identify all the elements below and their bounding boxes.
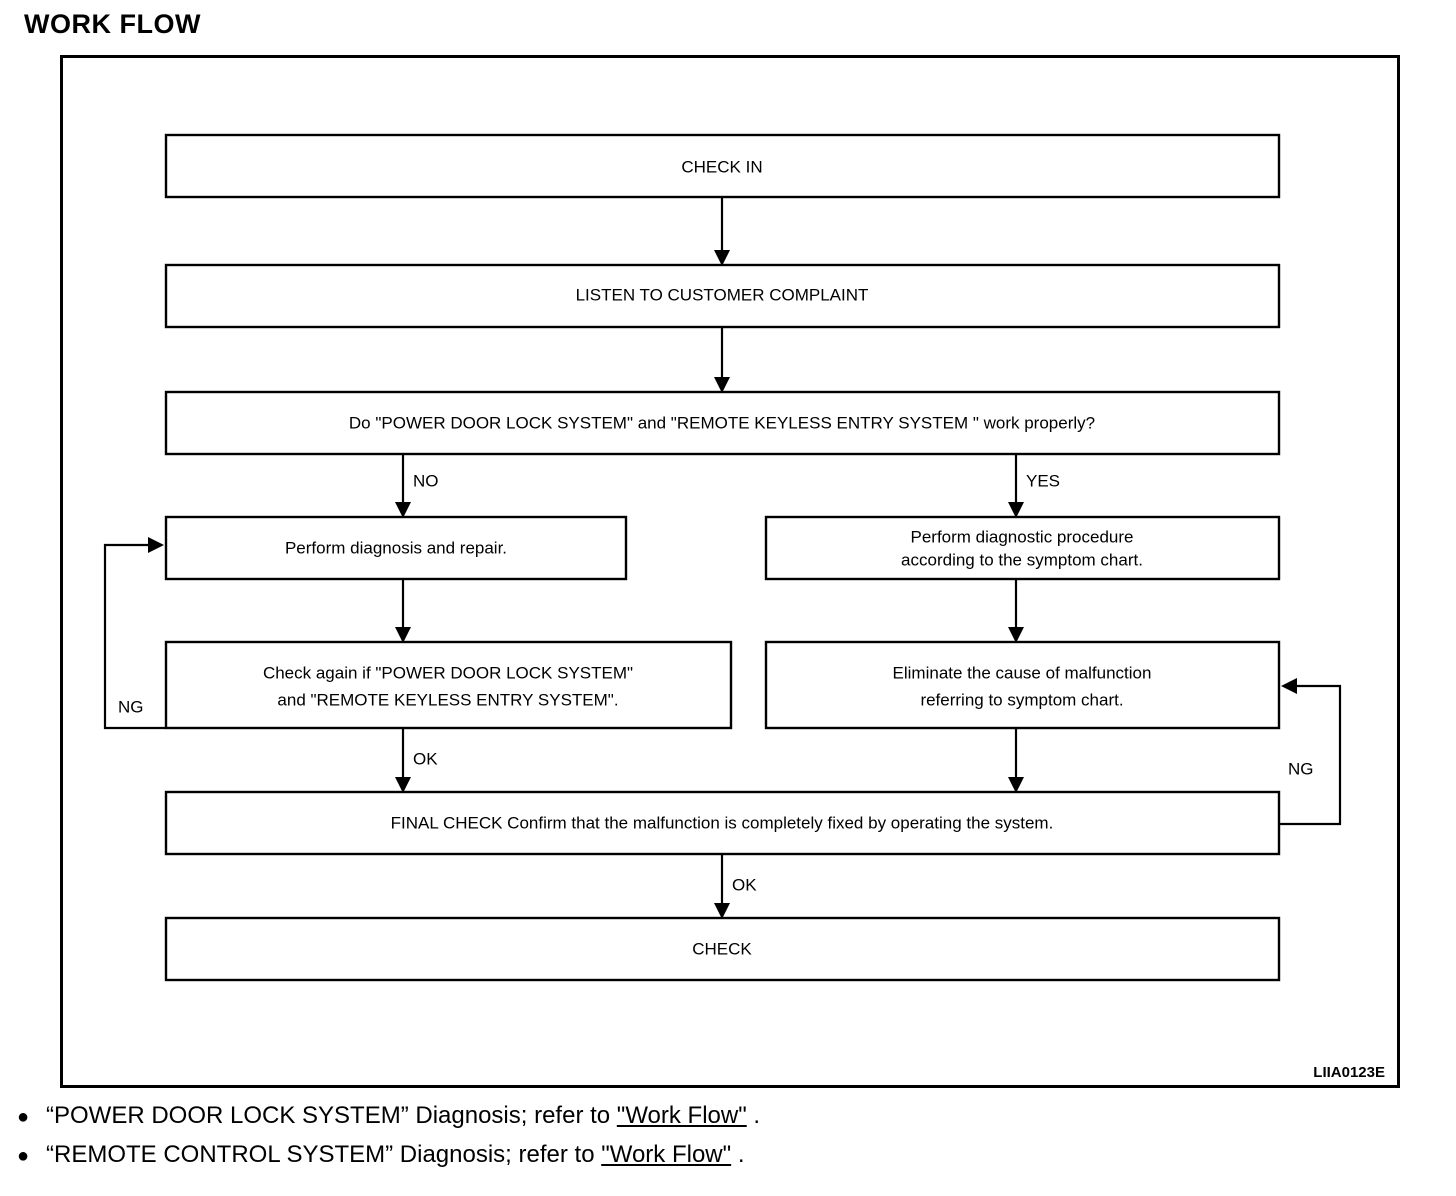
node-check-out — [164, 916, 1281, 982]
node-perform-repair — [164, 515, 628, 581]
note-prefix: “POWER DOOR LOCK SYSTEM” Diagnosis; refe… — [46, 1102, 617, 1129]
list-item: ● “POWER DOOR LOCK SYSTEM” Diagnosis; re… — [0, 1096, 1456, 1135]
edge-label-ng-left: NG — [118, 697, 144, 716]
node-final-check-label: FINAL CHECK Confirm that the malfunction… — [391, 813, 1054, 832]
note-text: “POWER DOOR LOCK SYSTEM” Diagnosis; refe… — [46, 1096, 760, 1135]
node-check-in-label: CHECK IN — [681, 157, 762, 176]
arrow-ng-left-loop — [148, 537, 164, 553]
arrow-eliminate-finalcheck — [1008, 777, 1024, 793]
arrow-procedure-eliminate — [1008, 627, 1024, 643]
edge-label-ok-left: OK — [413, 749, 438, 768]
work-flow-link[interactable]: "Work Flow" — [616, 1102, 747, 1129]
node-check-in — [164, 133, 1281, 199]
node-perform-procedure-line1: Perform diagnostic procedure — [910, 527, 1133, 546]
node-eliminate-cause-line1: Eliminate the cause of malfunction — [893, 663, 1152, 682]
arrow-ok-left — [395, 777, 411, 793]
list-item: ● “REMOTE CONTROL SYSTEM” Diagnosis; ref… — [0, 1135, 1456, 1174]
arrow-checkin-listen — [714, 250, 730, 266]
workflow-flowchart: CHECK IN LISTEN TO CUSTOMER COMPLAINT Do… — [103, 133, 1385, 1081]
node-perform-repair-label: Perform diagnosis and repair. — [285, 538, 507, 557]
page-title: WORK FLOW — [24, 9, 201, 39]
edge-label-ng-right: NG — [1288, 759, 1314, 778]
arrow-no-branch — [395, 502, 411, 518]
arrow-ok-bottom — [714, 903, 730, 919]
bullet-icon: ● — [16, 1106, 30, 1128]
node-perform-procedure-line2: according to the symptom chart. — [901, 550, 1143, 569]
node-check-out-label: CHECK — [692, 939, 752, 958]
notes-list: ● “POWER DOOR LOCK SYSTEM” Diagnosis; re… — [0, 1096, 1456, 1174]
node-question — [164, 390, 1281, 456]
node-check-again — [164, 640, 733, 730]
note-prefix: “REMOTE CONTROL SYSTEM” Diagnosis; refer… — [46, 1141, 602, 1168]
arrow-repair-checkagain — [395, 627, 411, 643]
node-question-label: Do "POWER DOOR LOCK SYSTEM" and "REMOTE … — [349, 413, 1095, 432]
edge-label-yes: YES — [1026, 471, 1060, 490]
node-listen-complaint — [164, 263, 1281, 329]
diagram-id-label: LIIA0123E — [1313, 1064, 1385, 1081]
connector-ng-left-loop — [103, 543, 166, 730]
edge-label-ok-bottom: OK — [732, 875, 757, 894]
bullet-icon: ● — [16, 1145, 30, 1167]
connector-ng-right-loop — [1279, 684, 1342, 826]
node-check-again-line1: Check again if "POWER DOOR LOCK SYSTEM" — [263, 663, 633, 682]
node-check-again-line2: and "REMOTE KEYLESS ENTRY SYSTEM". — [277, 690, 618, 709]
arrow-listen-question — [714, 377, 730, 393]
note-suffix: . — [731, 1141, 745, 1168]
workflow-diagram-frame: CHECK IN LISTEN TO CUSTOMER COMPLAINT Do… — [60, 55, 1400, 1088]
node-eliminate-cause-line2: referring to symptom chart. — [920, 690, 1123, 709]
node-perform-procedure — [764, 515, 1281, 581]
arrow-ng-right-loop — [1281, 678, 1297, 694]
node-eliminate-cause — [764, 640, 1281, 730]
node-listen-complaint-label: LISTEN TO CUSTOMER COMPLAINT — [576, 285, 869, 304]
work-flow-link[interactable]: "Work Flow" — [601, 1141, 732, 1168]
edge-label-no: NO — [413, 471, 439, 490]
note-text: “REMOTE CONTROL SYSTEM” Diagnosis; refer… — [46, 1135, 745, 1174]
arrow-yes-branch — [1008, 502, 1024, 518]
note-suffix: . — [746, 1102, 761, 1129]
